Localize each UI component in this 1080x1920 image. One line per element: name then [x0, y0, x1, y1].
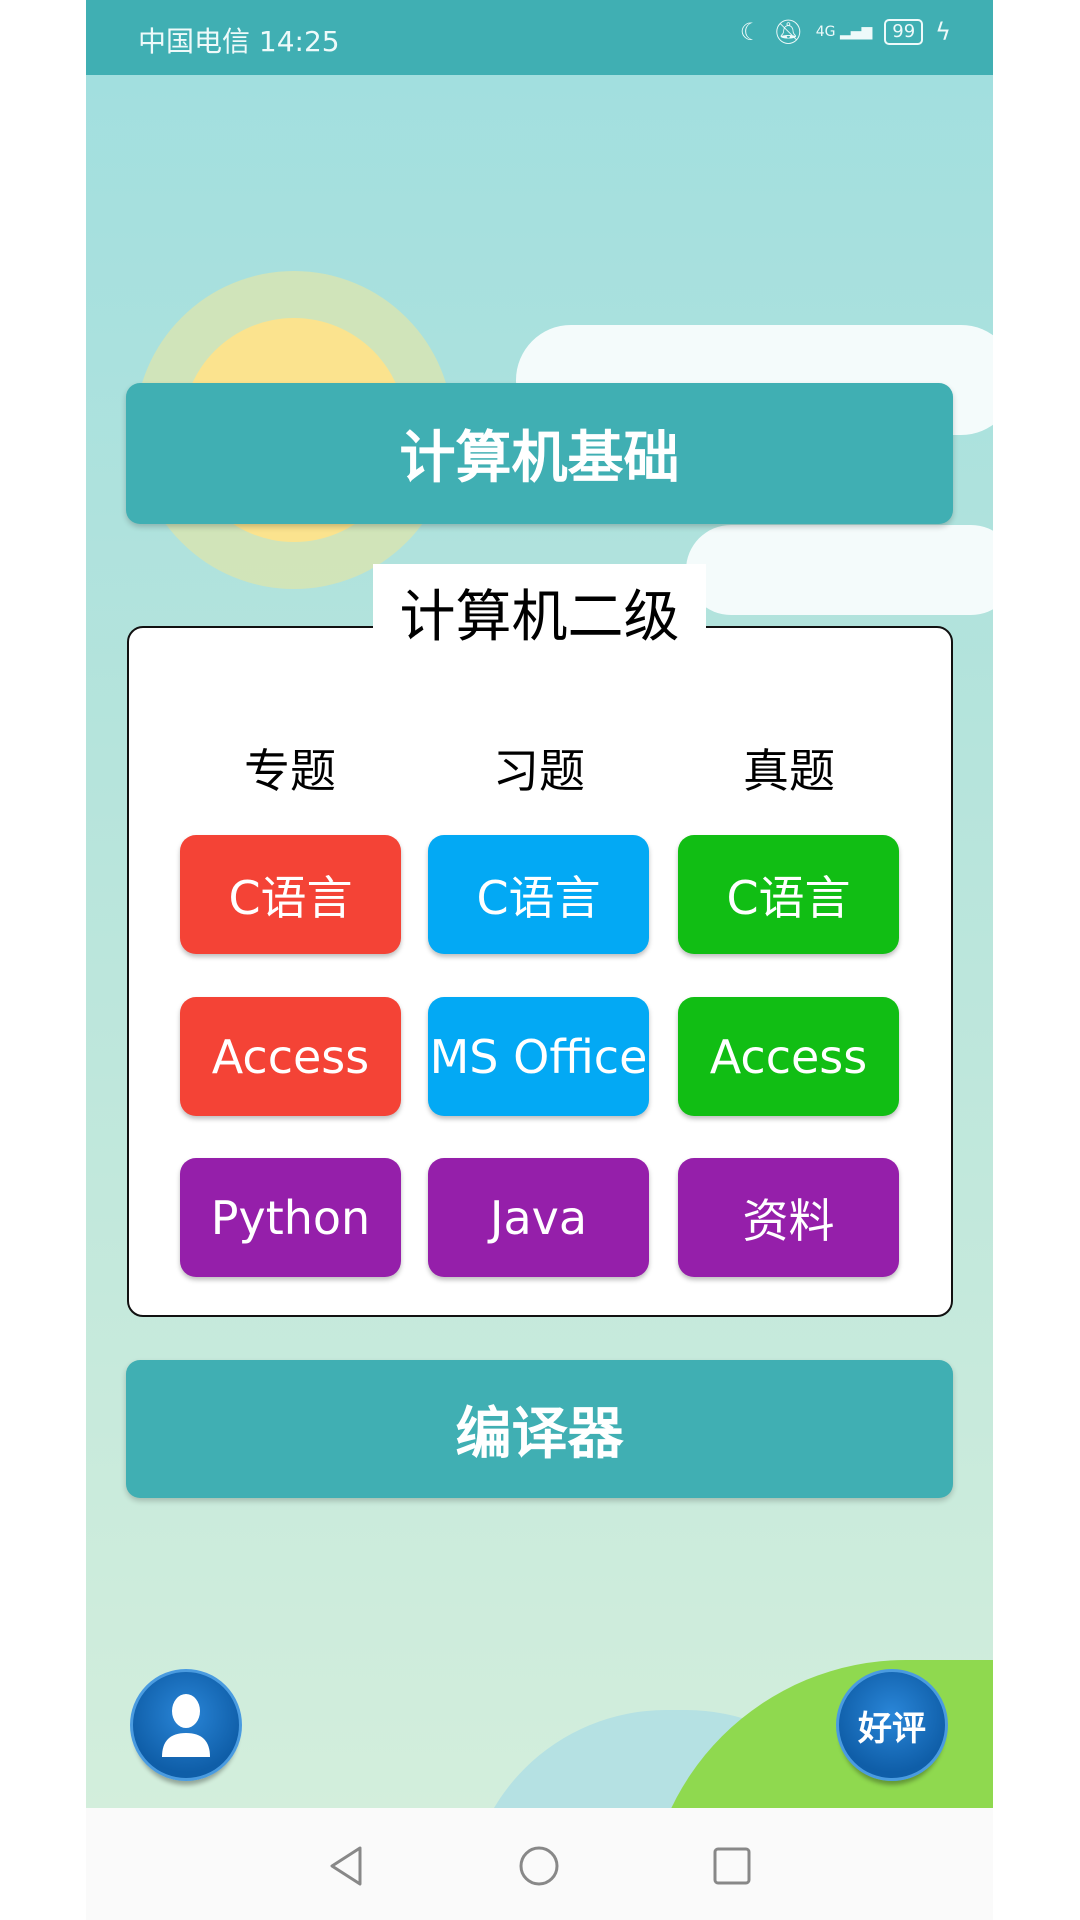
- java-button[interactable]: Java: [428, 1158, 649, 1277]
- column-header-past-exams: 真题: [743, 744, 835, 798]
- charging-icon: ϟ: [935, 18, 951, 46]
- carrier-time: 中国电信 14:25: [138, 25, 340, 58]
- cloud-decoration: [686, 525, 993, 615]
- column-header-topics: 专题: [244, 744, 336, 798]
- exam-access-button[interactable]: Access: [678, 997, 899, 1116]
- level2-title: 计算机二级: [373, 564, 706, 661]
- network-type: 4G: [815, 24, 836, 40]
- moon-icon: ☾: [739, 18, 762, 46]
- computer-basics-button[interactable]: 计算机基础: [126, 383, 953, 524]
- signal-icon: 4G ▂▄▆: [815, 24, 873, 40]
- review-button[interactable]: 好评: [836, 1669, 948, 1781]
- app-screen: 中国电信 14:25 ☾ 🔕︎ 4G ▂▄▆ 99 ϟ 计算机基础 计算机二级 …: [86, 0, 993, 1920]
- status-bar: 中国电信 14:25 ☾ 🔕︎ 4G ▂▄▆ 99 ϟ: [86, 0, 993, 75]
- exam-c-button[interactable]: C语言: [678, 835, 899, 954]
- back-icon[interactable]: [326, 1846, 366, 1886]
- battery-icon: 99: [884, 19, 924, 45]
- column-header-exercises: 习题: [493, 744, 585, 798]
- topic-access-button[interactable]: Access: [180, 997, 401, 1116]
- compiler-button[interactable]: 编译器: [126, 1360, 953, 1498]
- exercise-msoffice-button[interactable]: MS Office: [428, 997, 649, 1116]
- navigation-bar: [86, 1808, 993, 1920]
- materials-button[interactable]: 资料: [678, 1158, 899, 1277]
- review-label: 好评: [858, 1708, 926, 1749]
- exercise-c-button[interactable]: C语言: [428, 835, 649, 954]
- recents-icon[interactable]: [712, 1846, 752, 1886]
- user-icon: [162, 1694, 210, 1757]
- topic-c-button[interactable]: C语言: [180, 835, 401, 954]
- profile-button[interactable]: [130, 1669, 242, 1781]
- home-icon[interactable]: [519, 1846, 559, 1886]
- python-button[interactable]: Python: [180, 1158, 401, 1277]
- bell-muted-icon: 🔕︎: [773, 18, 804, 46]
